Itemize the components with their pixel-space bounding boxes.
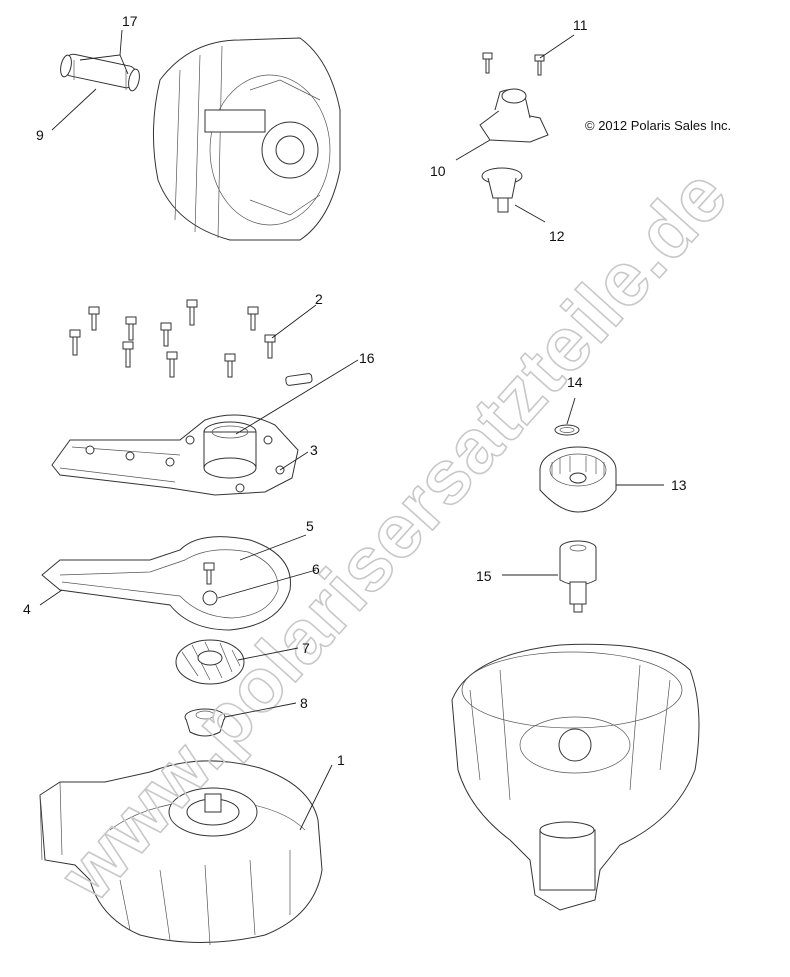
leader-lines: [39, 29, 664, 831]
part-seal: [184, 708, 226, 737]
callout-1: 1: [337, 752, 345, 768]
part-bolts-small: [482, 52, 545, 76]
callout-9: 9: [36, 127, 44, 143]
callout-13: 13: [671, 477, 687, 493]
callout-6: 6: [312, 561, 320, 577]
callout-4: 4: [23, 601, 31, 617]
part-main-housing: [39, 760, 323, 946]
part-dowel: [285, 373, 313, 386]
callout-16: 16: [359, 350, 375, 366]
callout-8: 8: [300, 695, 308, 711]
part-shaft: [559, 540, 597, 613]
part-cover-housing: [152, 37, 341, 241]
callout-17: 17: [122, 13, 138, 29]
part-impeller: [175, 639, 245, 685]
callout-3: 3: [310, 442, 318, 458]
part-case-housing: [451, 643, 700, 911]
part-bearing-ring: [539, 446, 617, 513]
part-pump-cover: [51, 414, 299, 496]
callout-11: 11: [573, 17, 588, 33]
part-thermostat-housing: [479, 88, 549, 143]
callout-labels: 17 9 11 10 12 2 16 3 5 6 4 7 8 1 14 13 1…: [23, 13, 687, 768]
part-sleeve: [60, 53, 140, 92]
callout-15: 15: [476, 568, 492, 584]
copyright-text: © 2012 Polaris Sales Inc.: [585, 118, 731, 133]
part-thermostat: [481, 167, 523, 213]
part-bolts-cluster: [69, 299, 276, 378]
callout-14: 14: [567, 374, 583, 390]
callout-7: 7: [302, 640, 310, 656]
callout-10: 10: [430, 163, 446, 179]
part-gasket: [41, 536, 291, 631]
part-oring: [554, 424, 580, 436]
callout-2: 2: [315, 291, 323, 307]
callout-12: 12: [549, 228, 565, 244]
callout-5: 5: [306, 518, 314, 534]
